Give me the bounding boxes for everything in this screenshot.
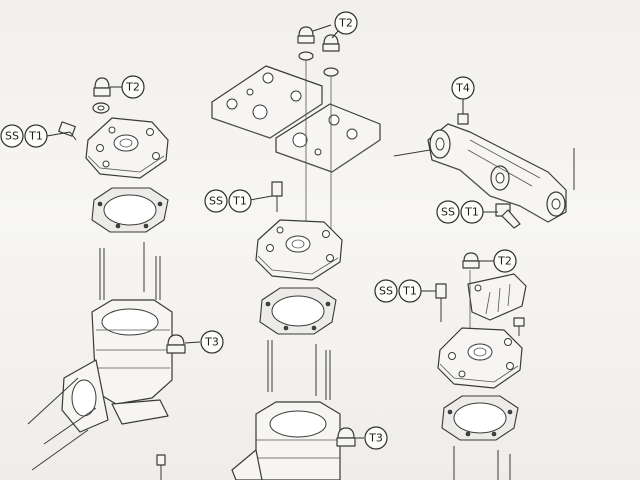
callout-ss-t1-right[interactable]: SS T1 xyxy=(374,279,422,303)
manifold-stud-left xyxy=(393,149,431,157)
center-upper-bracket xyxy=(211,65,323,139)
right-small-bolt xyxy=(513,317,525,336)
callout-label: T1 xyxy=(28,130,43,143)
callout-ss-t1-manifold[interactable]: SS T1 xyxy=(436,200,484,224)
bottom-stud xyxy=(156,454,166,480)
callout-label: T1 xyxy=(232,195,247,208)
callout-t3-left[interactable]: T3 xyxy=(200,330,224,354)
left-head-gasket xyxy=(91,187,169,233)
center-lower-bracket xyxy=(275,103,381,173)
callout-leaders xyxy=(46,24,498,439)
callout-label: T2 xyxy=(497,255,512,268)
callout-label: SS xyxy=(379,285,393,298)
left-exhaust-studs xyxy=(27,377,97,471)
manifold-elbow-fitting xyxy=(495,203,521,229)
left-t3-nut xyxy=(166,334,186,354)
center-guide-lines xyxy=(305,60,332,240)
center-cap-nuts xyxy=(297,26,340,77)
right-studs xyxy=(453,446,511,480)
callout-label: SS xyxy=(5,130,19,143)
right-bracket xyxy=(467,273,527,321)
callout-t3-center[interactable]: T3 xyxy=(364,426,388,450)
left-studs xyxy=(99,242,161,300)
callout-t2-right[interactable]: T2 xyxy=(493,249,517,273)
water-manifold xyxy=(427,123,567,223)
callout-ss-t1-top-left[interactable]: SS T1 xyxy=(0,124,48,148)
center-t3-nut xyxy=(336,427,356,447)
center-head-gasket xyxy=(259,287,337,335)
callout-label: T2 xyxy=(125,81,140,94)
left-washer xyxy=(92,102,110,114)
callout-label: T1 xyxy=(402,285,417,298)
right-fitting xyxy=(435,283,447,322)
callout-label: T3 xyxy=(204,336,219,349)
left-cap-nut xyxy=(93,77,111,97)
manifold-small-fitting xyxy=(457,113,469,125)
center-cylinder-head xyxy=(255,219,343,281)
callout-label: SS xyxy=(209,195,223,208)
center-studs xyxy=(267,340,331,400)
callout-label: T2 xyxy=(338,17,353,30)
center-cylinder xyxy=(231,401,341,480)
right-head-gasket xyxy=(441,395,519,441)
center-fitting xyxy=(271,181,283,212)
callout-label: T4 xyxy=(455,82,470,95)
callout-t2-top-center[interactable]: T2 xyxy=(334,11,358,35)
callout-label: T3 xyxy=(368,432,383,445)
callout-t4-manifold[interactable]: T4 xyxy=(451,76,475,100)
callout-ss-t1-center[interactable]: SS T1 xyxy=(204,189,252,213)
right-cylinder-head xyxy=(437,327,523,389)
right-cap-nut xyxy=(462,252,480,269)
callout-t2-top-left[interactable]: T2 xyxy=(121,75,145,99)
callout-label: SS xyxy=(441,206,455,219)
callout-label: T1 xyxy=(464,206,479,219)
left-fitting xyxy=(58,121,77,141)
left-cylinder xyxy=(61,299,173,433)
left-cylinder-head xyxy=(85,117,169,179)
